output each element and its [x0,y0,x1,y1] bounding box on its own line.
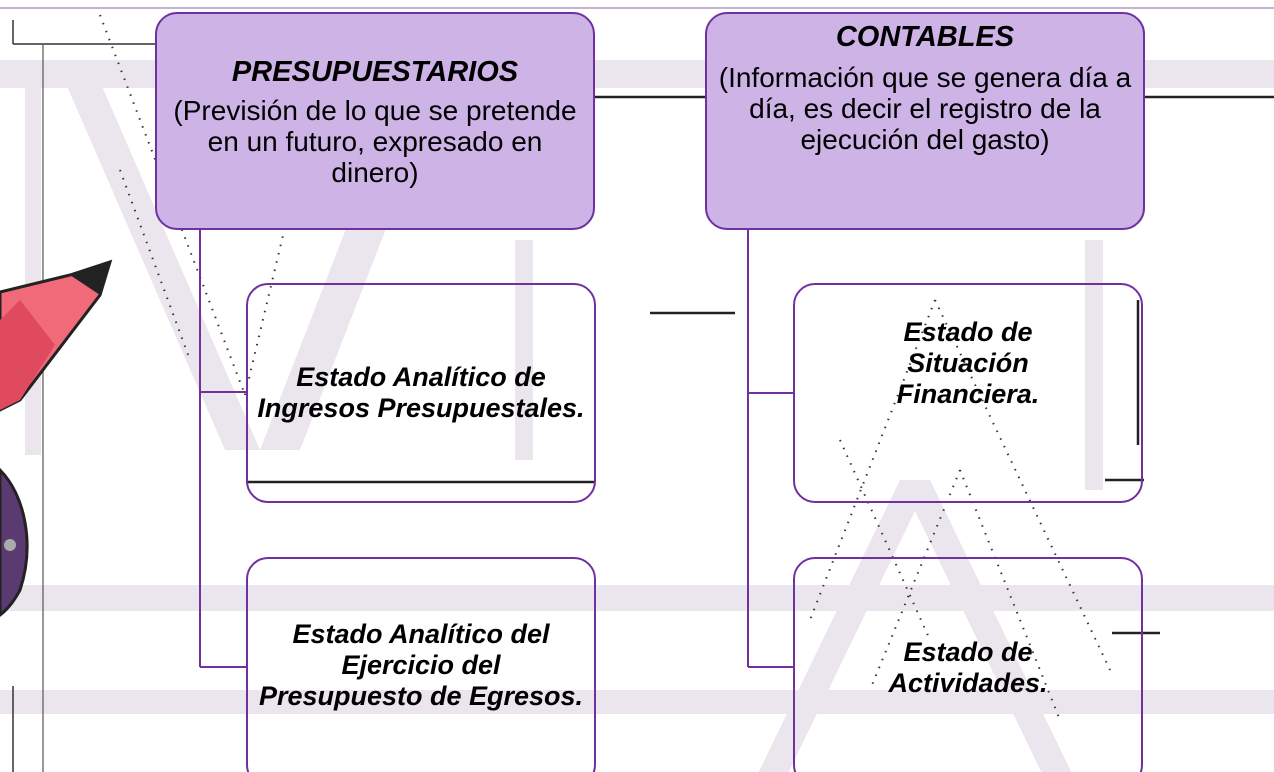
estado-analitico-ingresos-node: Estado Analítico de Ingresos Presupuesta… [246,283,596,503]
estado-analitico-egresos-label: Estado Analítico del Ejercicio del Presu… [258,618,584,711]
connector-lines [199,230,793,668]
estado-analitico-ingresos-label: Estado Analítico de Ingresos Presupuesta… [257,362,585,423]
presupuestarios-header-node: PRESUPUESTARIOS (Previsión de lo que se … [155,12,595,230]
contables-header-node: CONTABLES (Información que se genera día… [705,12,1145,230]
watermark-graphic [0,60,1274,772]
estado-situacion-financiera-label: Estado de Situación Financiera. [896,317,1040,409]
contables-title: CONTABLES [835,21,1015,53]
estado-actividades-node: Estado de Actividades. [793,557,1143,772]
contables-description: (Información que se genera día a día, es… [718,62,1132,155]
pencil-clipart-icon [0,259,113,617]
estado-analitico-egresos-node: Estado Analítico del Ejercicio del Presu… [246,557,596,772]
estado-actividades-label: Estado de Actividades. [888,637,1048,698]
estado-situacion-financiera-node: Estado de Situación Financiera. [793,283,1143,503]
presupuestarios-title: PRESUPUESTARIOS [231,55,519,88]
presupuestarios-description: (Previsión de lo que se pretende en un f… [173,94,577,188]
